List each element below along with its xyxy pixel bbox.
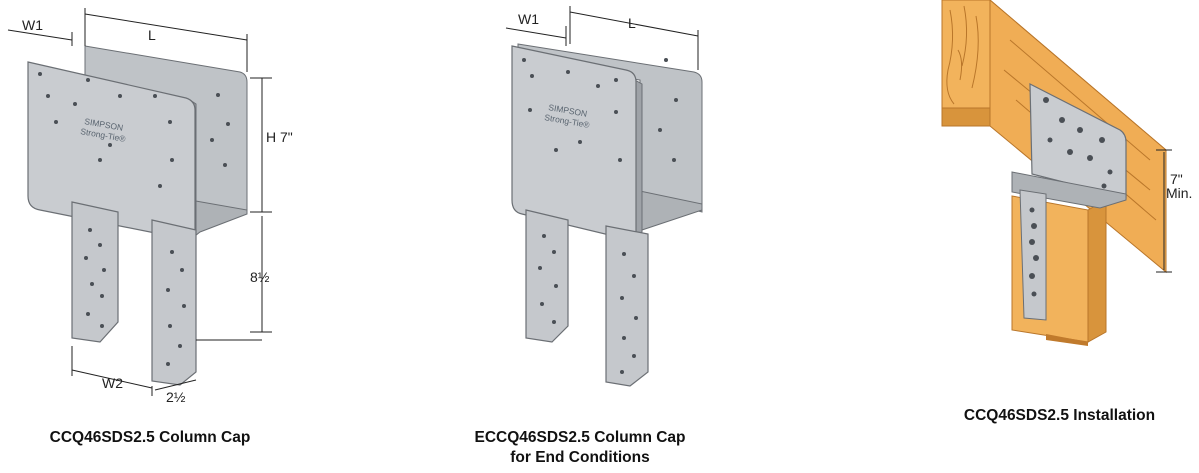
install-dimension [1156, 149, 1172, 273]
column-cap-drawing: SIMPSON Strong-Tie® W1 L H 7" 8½ W2 2½ [7, 8, 293, 405]
dim-w1: W1 [22, 17, 43, 33]
dim-h: H 7" [266, 129, 293, 145]
figure-end-condition-cap: SIMPSON Strong-Tie® W1 L ECCQ46SDS2.5 Co… [430, 0, 730, 473]
dim-w2: W2 [102, 375, 123, 391]
figure-installation: 7" Min. CCQ46SDS2.5 Installation [920, 0, 1199, 473]
fastener-holes-2 [522, 58, 678, 374]
caption-column-cap: CCQ46SDS2.5 Column Cap [49, 429, 251, 446]
dim-l: L [148, 27, 156, 43]
installation-drawing: 7" Min. [941, 0, 1192, 346]
dim-min-value: 7" [1170, 171, 1183, 187]
caption-end-condition-line2: for End Conditions [510, 449, 650, 466]
install-holes [1029, 97, 1113, 297]
caption-installation: CCQ46SDS2.5 Installation [963, 407, 1156, 424]
caption-end-condition-line1: ECCQ46SDS2.5 Column Cap [474, 429, 686, 446]
dimension-lines-2 [505, 6, 699, 70]
fastener-holes [38, 72, 230, 366]
end-condition-cap-drawing: SIMPSON Strong-Tie® W1 L [505, 6, 703, 387]
dim-leg: 8½ [250, 269, 270, 285]
dim-w1-2: W1 [518, 11, 539, 27]
dim-l-2: L [628, 15, 636, 31]
dimension-lines [7, 8, 272, 396]
dim-min-label: Min. [1166, 185, 1192, 201]
figure-column-cap: SIMPSON Strong-Tie® W1 L H 7" 8½ W2 2½ C… [0, 0, 300, 473]
dim-strap: 2½ [166, 389, 186, 405]
